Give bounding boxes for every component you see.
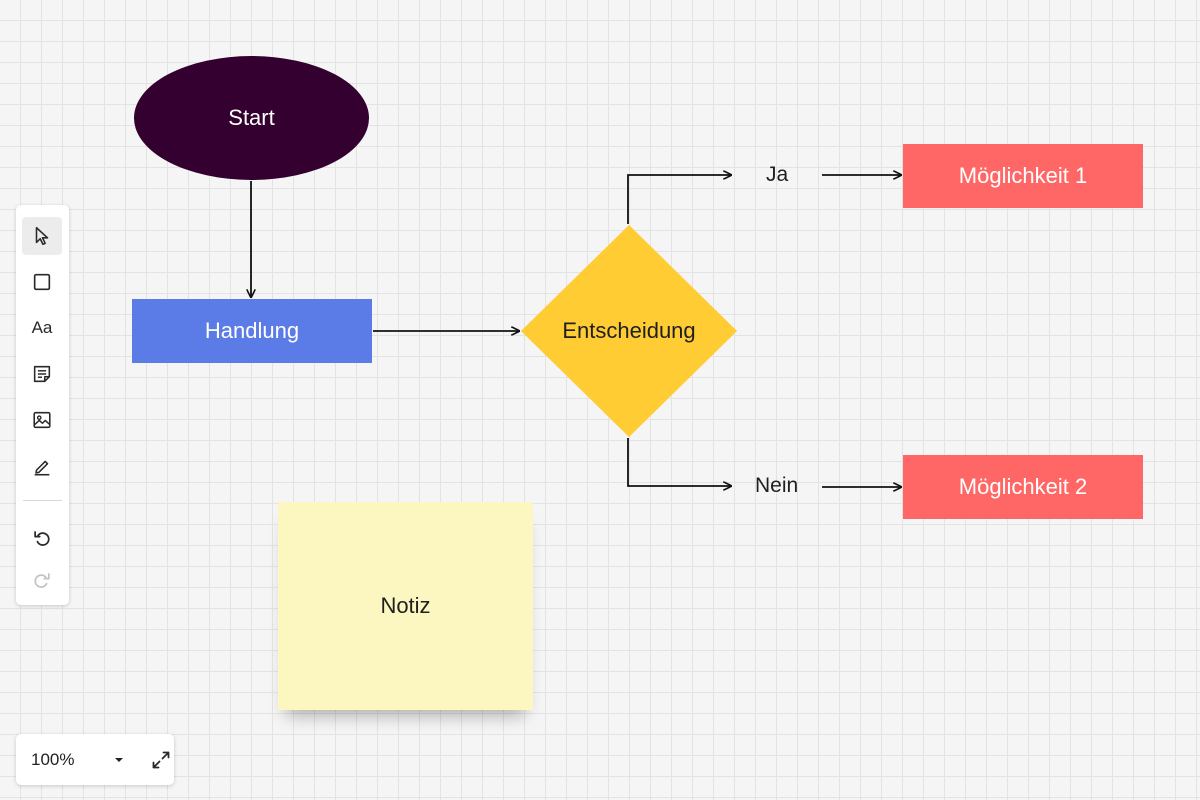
square-icon [33,273,51,291]
tool-palette: Aa [16,205,69,605]
branch-yes-label[interactable]: Ja [766,163,789,186]
text-tool-button[interactable]: Aa [22,309,62,347]
decision-diamond-fill [521,225,737,437]
image-icon [33,411,51,429]
cursor-arrow-icon [35,226,49,246]
fullscreen-icon [152,751,170,769]
sticky-note-tool-button[interactable] [22,355,62,393]
option-1-label: Möglichkeit 1 [958,163,1088,188]
pen-tool-button[interactable] [22,447,62,485]
action-rectangle[interactable]: Handlung [132,299,372,363]
fullscreen-button[interactable] [147,746,175,774]
sticky-note-icon [33,365,51,383]
image-tool-button[interactable] [22,401,62,439]
redo-icon [34,573,50,588]
zoom-level-value: 100% [31,750,75,769]
toolbar-divider [23,500,62,501]
shape-tool-button[interactable] [22,263,62,301]
start-label: Start [228,105,275,130]
chevron-down-icon [115,758,123,762]
zoom-level-dropdown[interactable]: 100% [16,734,134,785]
pen-icon [34,460,50,476]
start-ellipse[interactable]: Start [134,56,369,180]
sticky-note-label: Notiz [380,593,431,618]
text-icon: Aa [31,318,53,337]
option-2-label: Möglichkeit 2 [958,474,1088,499]
select-tool-button[interactable] [22,217,62,255]
zoom-control: 100% [16,734,174,785]
branch-no-label[interactable]: Nein [755,474,799,497]
connector-decision-to-no[interactable] [627,438,731,486]
option-1-rectangle[interactable]: Möglichkeit 1 [903,144,1143,208]
connector-decision-to-yes[interactable] [627,175,731,224]
action-label: Handlung [204,318,300,343]
option-2-rectangle[interactable]: Möglichkeit 2 [903,455,1143,519]
decision-diamond[interactable] [521,225,737,437]
sticky-note[interactable]: Notiz [278,502,533,710]
redo-button[interactable] [22,561,62,599]
undo-icon [34,531,50,546]
undo-button[interactable] [22,519,62,557]
